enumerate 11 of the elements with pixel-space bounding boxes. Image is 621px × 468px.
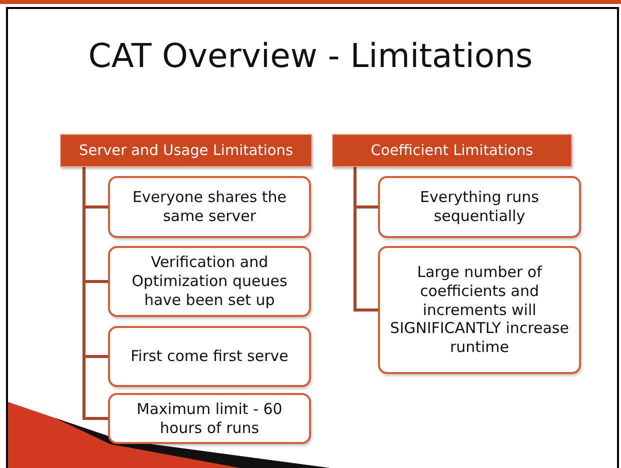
item-box: Verification and Optimization queues have been set up bbox=[108, 246, 311, 317]
item-box: First come first serve bbox=[108, 326, 311, 387]
item-box: Everyone shares the same server bbox=[108, 176, 311, 238]
item-box: Large number of coefficients and increments will SIGNIFICANTLY increase runtime bbox=[378, 246, 581, 374]
connector-line bbox=[82, 167, 108, 420]
item-box: Everything runs sequentially bbox=[378, 176, 581, 238]
slide-title: CAT Overview - Limitations bbox=[87, 36, 534, 75]
category-header: Server and Usage Limitations bbox=[60, 134, 312, 167]
connector-line bbox=[354, 167, 378, 312]
category-header: Coefficient Limitations bbox=[332, 134, 572, 167]
item-box: Maximum limit - 60 hours of runs bbox=[108, 393, 311, 444]
